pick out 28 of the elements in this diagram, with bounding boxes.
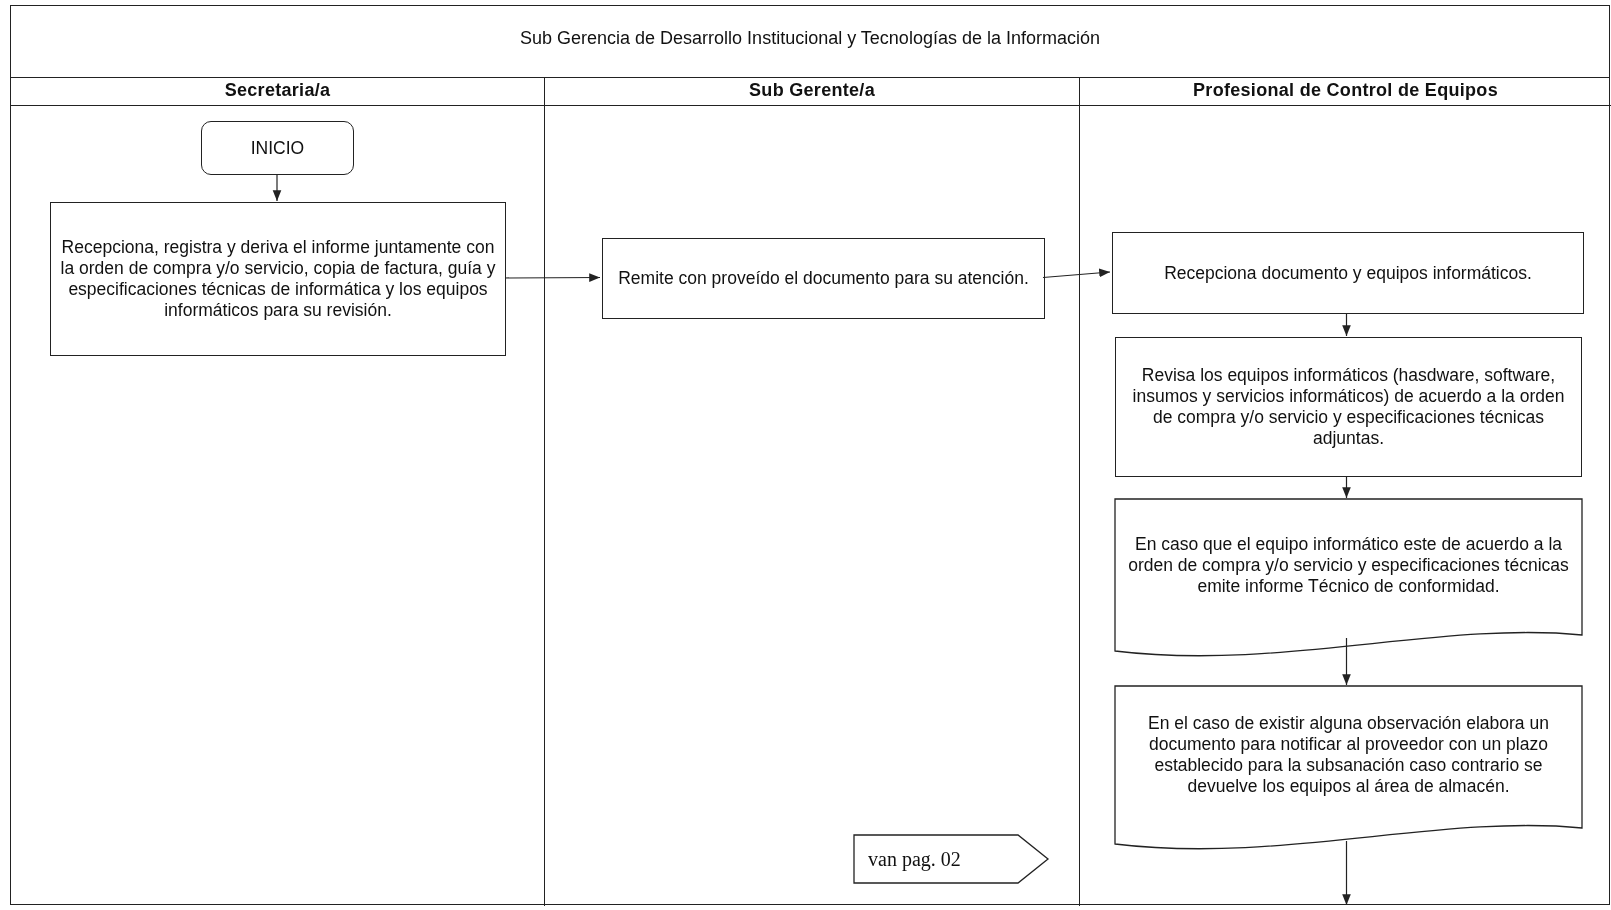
process-box: [1115, 337, 1582, 477]
step-text: En el caso de existir alguna observación elabora un documento para notificar al proveedor con un plazo establecido para la subsanación caso contrario se devuelve los equipos al área de almacén.: [1147, 712, 1550, 798]
swimlane: [544, 77, 1079, 906]
arrow: [1342, 312, 1351, 337]
connector-label: van pag. 02: [867, 847, 962, 873]
arrow: [504, 273, 601, 282]
arrow: [272, 173, 282, 202]
swimlane-pool: [10, 5, 1610, 905]
off-page-connector: [854, 835, 1048, 883]
arrow: [1342, 475, 1351, 499]
lane-header: Profesional de Control de Equipos: [1192, 80, 1499, 102]
process-box: [1112, 232, 1584, 314]
start-terminator: [201, 121, 354, 175]
step-text: Revisa los equipos informáticos (hasdware, software, insumos y servicios informáticos) de acuerdo a la orden de compra y/o servicio y especificaciones técnicas adjuntas.: [1131, 364, 1566, 450]
step-text: Recepciona documento y equipos informáticos.: [1163, 261, 1533, 285]
pool-title: Sub Gerencia de Desarrollo Institucional y Tecnologías de la Información: [519, 28, 1101, 50]
arrow: [1342, 637, 1351, 686]
arrow: [1342, 840, 1351, 906]
arrow: [1042, 268, 1111, 279]
step-text: Remite con proveído el documento para su atención.: [617, 267, 1030, 290]
lane-header: Secretaria/a: [223, 80, 332, 102]
swimlane: [1079, 77, 1611, 906]
process-box: [50, 202, 506, 356]
step-text: Recepciona, registra y deriva el informe juntamente con la orden de compra y/o servicio, copia de factura, guía y especificaciones técnicas de informática y los equipos informáticos para su revisión.: [59, 236, 497, 322]
step-text: En caso que el equipo informático este de acuerdo a la orden de compra y/o servicio y especificaciones técnicas emite informe Técnico de conformidad.: [1127, 532, 1570, 598]
step-text: INICIO: [249, 136, 306, 160]
process-box: [602, 238, 1045, 319]
lane-header: Sub Gerente/a: [748, 80, 876, 102]
